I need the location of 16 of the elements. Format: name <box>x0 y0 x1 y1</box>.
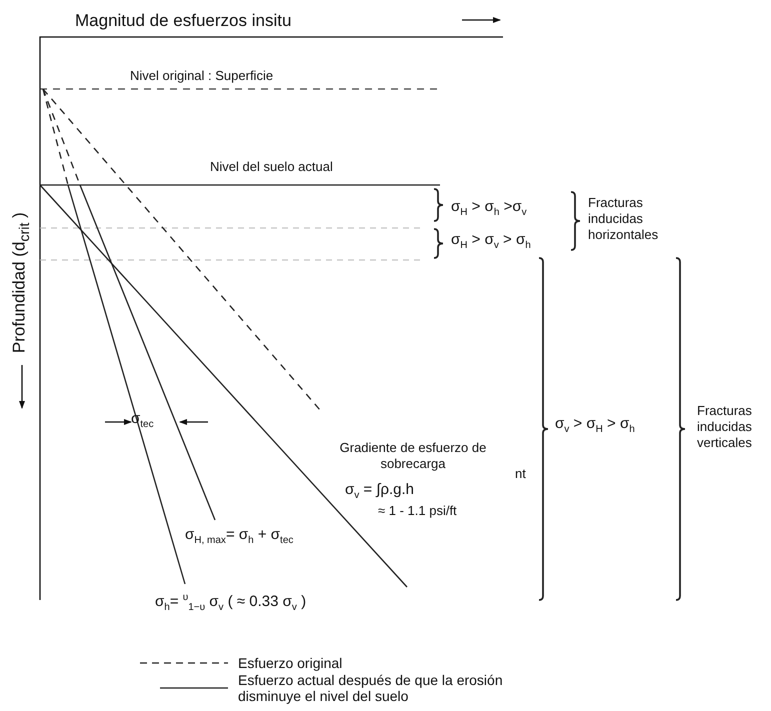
annotation-text: nt <box>515 466 526 482</box>
level-label: Nivel del suelo actual <box>210 159 333 175</box>
formula: σ$_{H, max}$= σ$_{h}$ + σ$_{tec}$ <box>185 527 294 548</box>
annotation-text: Gradiente de esfuerzo de sobrecarga <box>338 440 488 472</box>
stress-inequality: σ$_{v}$ > σ$_{H}$ > σ$_{h}$ <box>555 416 635 437</box>
formula: ≈ 1 - 1.1 psi/ft <box>378 503 457 519</box>
legend-text: Esfuerzo actual después de que la erosión disminuye el nivel del suelo <box>238 672 503 704</box>
stress-inequality: σ$_{H}$ > σ$_{h}$ >σ$_{v}$ <box>451 199 527 220</box>
formula: σ$_{h}$= $^{υ}$$_{1−υ}$ σ$_{v}$ ( ≈ 0.33 σ$_{v}$ ) <box>155 591 306 615</box>
stress-inequality: σ$_{H}$ > σ$_{v}$ > σ$_{h}$ <box>451 232 531 253</box>
fracture-label: Fracturas inducidas verticales <box>697 403 753 451</box>
formula: σ$_{v}$ = ∫ρ.g.h <box>345 482 414 503</box>
axis-title: Magnitud de esfuerzos insitu <box>75 11 292 31</box>
level-label: Nivel original : Superficie <box>130 68 274 84</box>
legend-text: Esfuerzo original <box>238 655 344 671</box>
fracture-label: Fracturas inducidas horizontales <box>588 195 660 243</box>
